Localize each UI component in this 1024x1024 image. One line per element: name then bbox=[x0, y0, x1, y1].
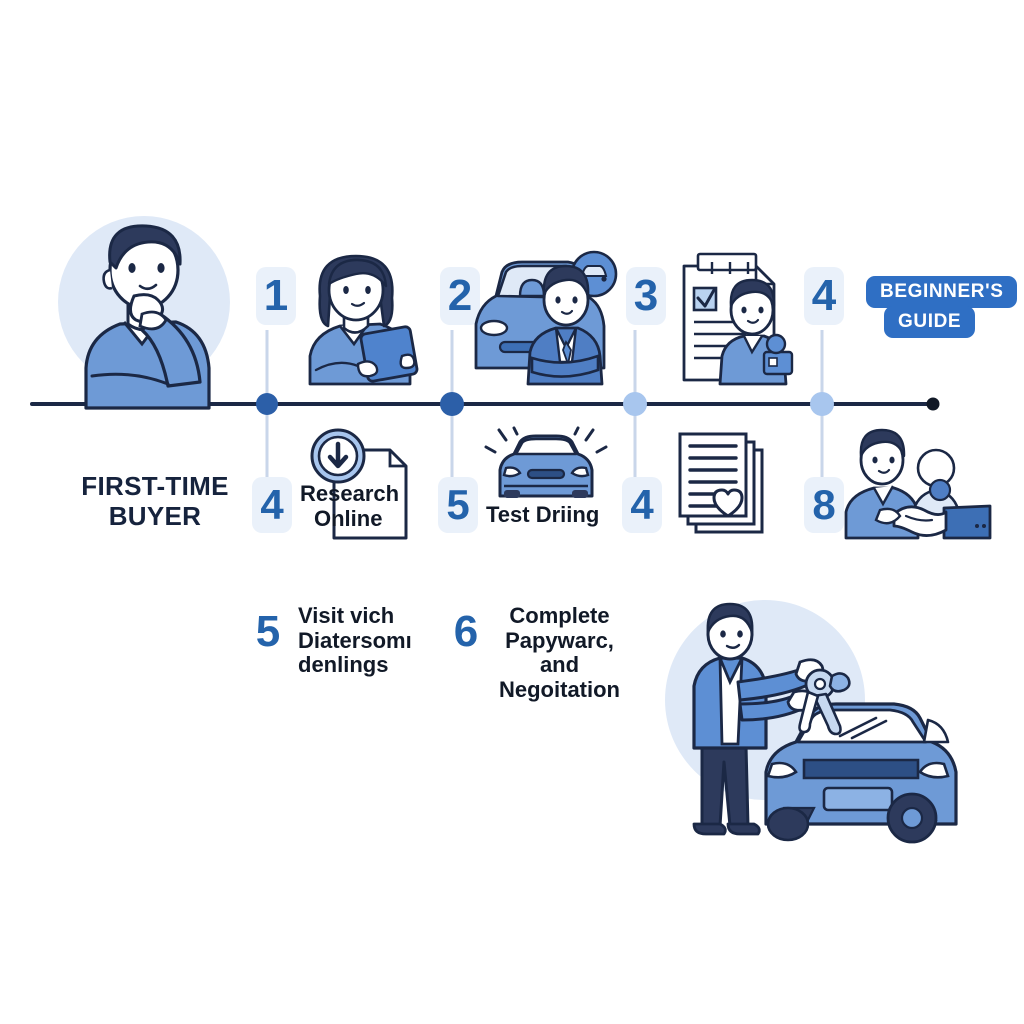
timeline-tick-up-1 bbox=[265, 330, 269, 402]
beginners-guide-badge[interactable]: BEGINNER'S GUIDE bbox=[866, 276, 1024, 338]
step-label-complete-paperwork-line2: Papywarc, bbox=[505, 627, 614, 653]
timeline-axis bbox=[30, 402, 935, 406]
key-handover-car-illustration bbox=[680, 602, 960, 844]
timeline-dot-2[interactable] bbox=[440, 392, 464, 416]
step-label-visit-dealerships-line3: denlings bbox=[298, 652, 389, 678]
step-badge-mid-3: 4 bbox=[622, 477, 662, 533]
step-badge-mid-2: 5 bbox=[438, 477, 478, 533]
step-label-complete-paperwork: Complete Papywarc, and Negoitation bbox=[492, 603, 627, 703]
page-title-text: FIRST-TIME BUYER bbox=[81, 471, 229, 531]
step-badge-top-4-number: 4 bbox=[811, 271, 837, 320]
timeline-dot-4[interactable] bbox=[810, 392, 834, 416]
step-badge-top-1: 1 bbox=[256, 267, 296, 325]
timeline-dot-end bbox=[926, 397, 940, 411]
step-badge-bottom-1: 5 bbox=[248, 604, 288, 660]
timeline-dot-1[interactable] bbox=[256, 393, 278, 415]
checklist-person-icon bbox=[672, 248, 794, 386]
step-badge-top-1-number: 1 bbox=[263, 271, 289, 320]
step-label-research-online-line2: Online bbox=[314, 505, 383, 531]
page-title: FIRST-TIME BUYER bbox=[60, 471, 250, 532]
timeline-tick-up-2 bbox=[450, 330, 454, 402]
step-badge-top-3: 3 bbox=[626, 267, 666, 325]
documents-stack-icon bbox=[676, 432, 776, 536]
step-badge-top-3-number: 3 bbox=[633, 271, 659, 320]
step-label-research-online: Research Online bbox=[300, 481, 425, 531]
step-label-visit-dealerships-line1: Visit vich bbox=[298, 603, 395, 628]
beginners-guide-line2: GUIDE bbox=[884, 306, 976, 338]
step-badge-top-2: 2 bbox=[440, 267, 480, 325]
step-badge-bottom-2-number: 6 bbox=[453, 607, 479, 656]
timeline-dot-3[interactable] bbox=[623, 392, 647, 416]
step-badge-mid-1: 4 bbox=[252, 477, 292, 533]
step-label-complete-paperwork-line4: Negoitation bbox=[499, 676, 620, 702]
timeline-tick-1 bbox=[265, 404, 269, 478]
timeline-tick-up-3 bbox=[633, 330, 637, 402]
step-badge-top-4: 4 bbox=[804, 267, 844, 325]
timeline-tick-4 bbox=[820, 404, 824, 478]
thinking-man-illustration bbox=[72, 218, 222, 410]
step-label-visit-dealerships-line2: Diatersomı bbox=[298, 627, 412, 653]
beginners-guide-line1: BEGINNER'S bbox=[866, 276, 1018, 308]
car-front-icon bbox=[484, 426, 608, 500]
step-badge-bottom-1-number: 5 bbox=[255, 607, 281, 656]
step-label-research-online-line1: Research bbox=[300, 481, 400, 506]
step-badge-mid-4-number: 8 bbox=[812, 481, 836, 528]
step-label-complete-paperwork-line1: Complete bbox=[509, 603, 610, 628]
woman-tablet-icon bbox=[302, 252, 422, 386]
step-label-test-driving: Test Driing bbox=[486, 502, 626, 528]
step-badge-mid-3-number: 4 bbox=[630, 481, 654, 528]
step-badge-mid-2-number: 5 bbox=[446, 481, 470, 528]
step-label-visit-dealerships: Visit vich Diatersomı denlings bbox=[298, 603, 458, 678]
timeline-tick-3 bbox=[633, 404, 637, 478]
step-badge-bottom-2: 6 bbox=[446, 604, 486, 660]
step-label-complete-paperwork-line3: and bbox=[539, 652, 580, 678]
timeline-tick-up-4 bbox=[820, 330, 824, 402]
download-document-icon bbox=[306, 424, 411, 542]
step-label-test-driving-line1: Test Driing bbox=[486, 502, 600, 527]
step-badge-mid-4: 8 bbox=[804, 477, 844, 533]
handshake-icon bbox=[832, 428, 992, 540]
step-badge-mid-1-number: 4 bbox=[260, 481, 284, 528]
timeline-tick-2 bbox=[450, 404, 454, 478]
car-salesperson-icon bbox=[472, 250, 622, 386]
step-badge-top-2-number: 2 bbox=[447, 271, 473, 320]
